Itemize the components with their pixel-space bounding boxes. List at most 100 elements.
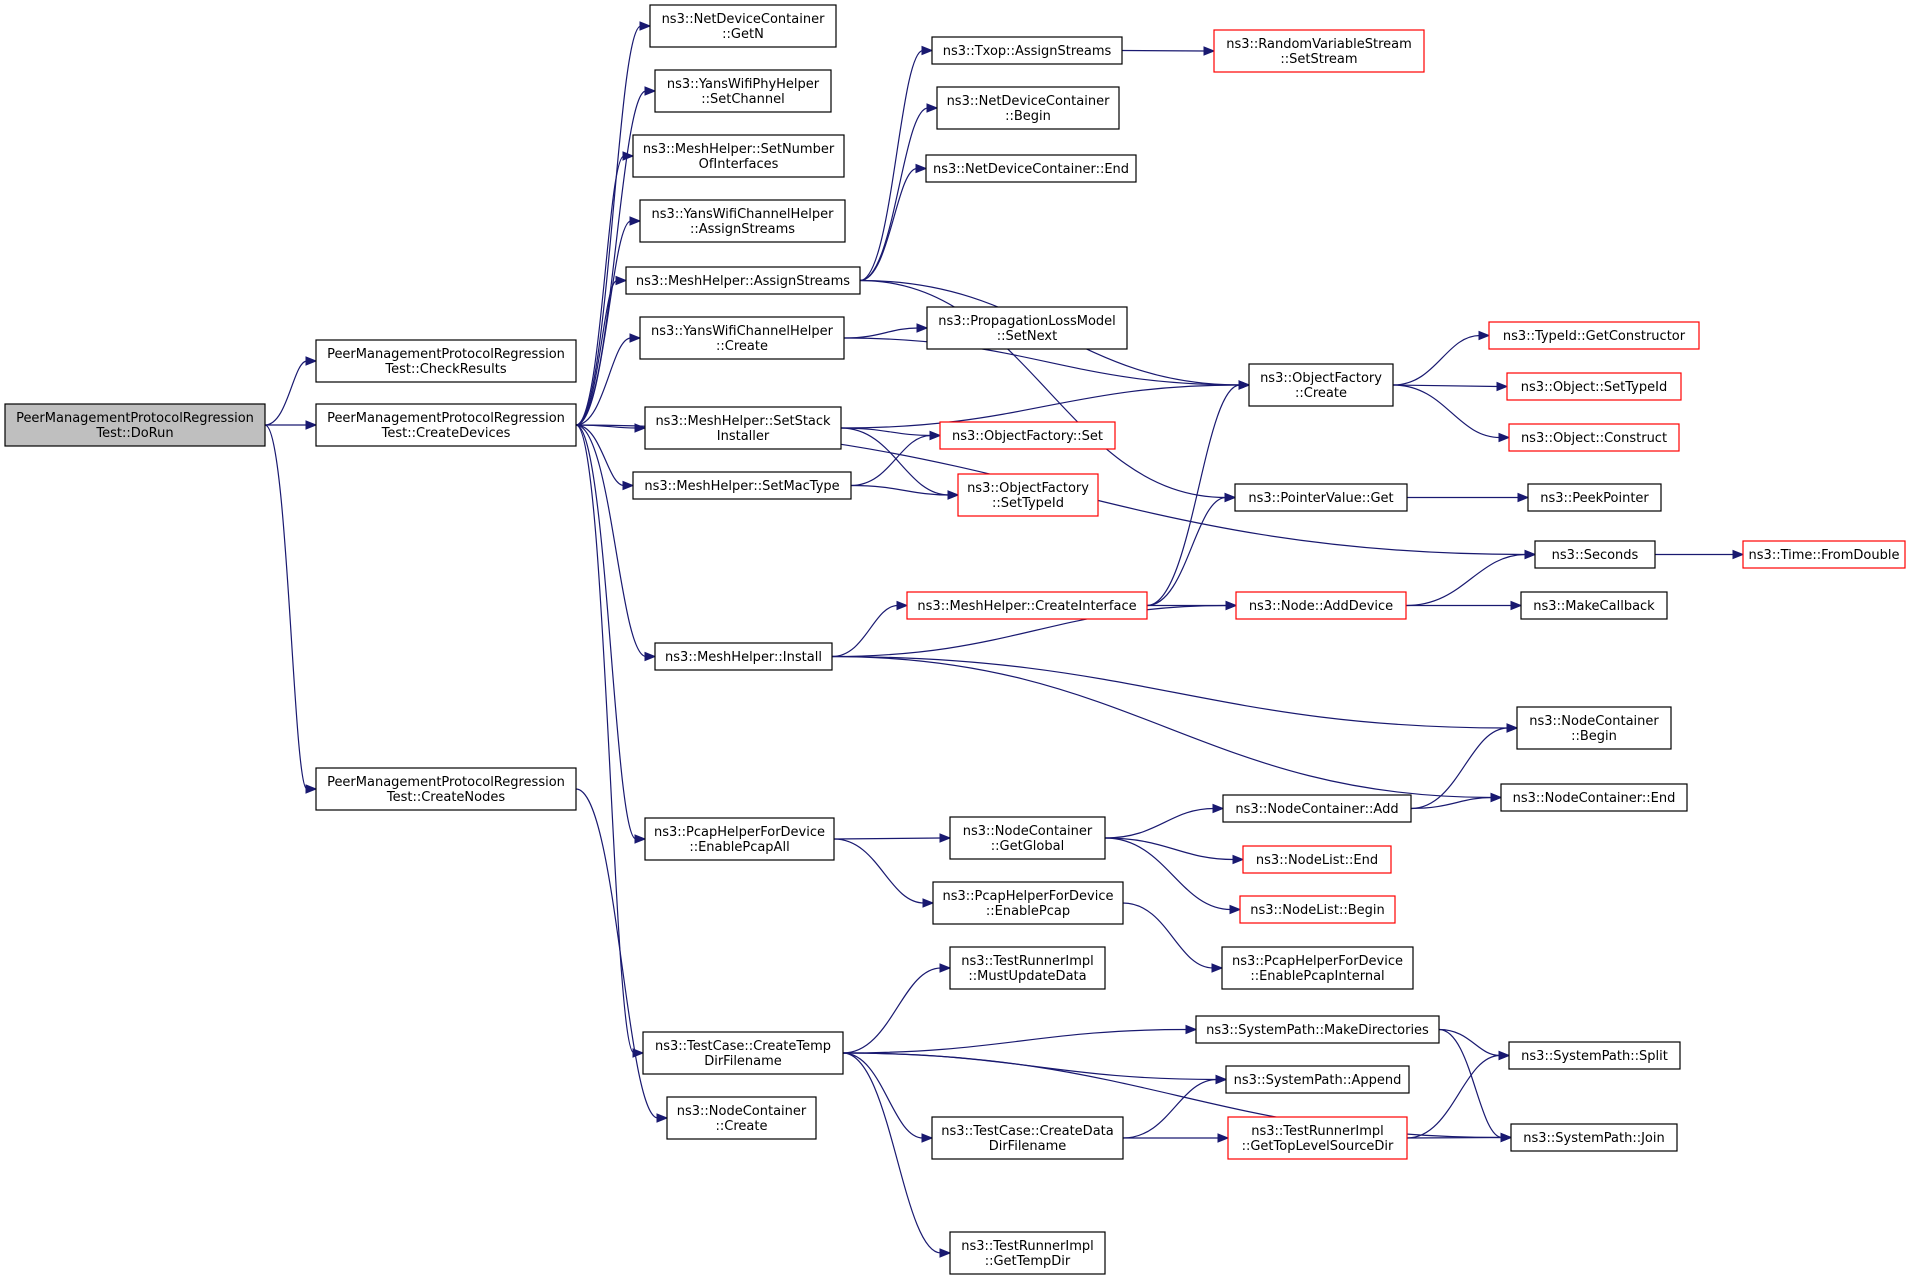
node-label-line: ns3::PcapHelperForDevice: [943, 889, 1114, 904]
node-nc-end[interactable]: ns3::NodeContainer::End: [1500, 783, 1688, 812]
node-tri-gettempdir[interactable]: ns3::TestRunnerImpl::GetTempDir: [949, 1231, 1106, 1275]
node-nc-getglobal[interactable]: ns3::NodeContainer::GetGlobal: [949, 816, 1106, 860]
node-nc-add[interactable]: ns3::NodeContainer::Add: [1222, 794, 1412, 823]
node-ndc-begin[interactable]: ns3::NetDeviceContainer::Begin: [936, 86, 1120, 130]
node-mesh-assignstreams[interactable]: ns3::MeshHelper::AssignStreams: [625, 266, 861, 295]
edge-line: [1410, 796, 1493, 810]
node-label-line: ns3::Node::AddDevice: [1249, 599, 1393, 614]
node-yans-phy-setchannel[interactable]: ns3::YansWifiPhyHelper::SetChannel: [654, 69, 832, 113]
arrowhead: [1517, 492, 1530, 503]
arrowhead: [1185, 1024, 1198, 1035]
node-label-line: ns3::RandomVariableStream: [1226, 37, 1412, 52]
node-nc-begin[interactable]: ns3::NodeContainer::Begin: [1516, 706, 1672, 750]
node-tri-mustupdatedata[interactable]: ns3::TestRunnerImpl::MustUpdateData: [949, 946, 1106, 990]
node-box: [949, 1231, 1106, 1275]
node-label-line: ns3::Object::SetTypeId: [1521, 380, 1667, 395]
node-node-adddevice[interactable]: ns3::Node::AddDevice: [1235, 591, 1407, 620]
edge-of-create-to-object-settypeid: [1392, 381, 1509, 392]
node-peekpointer[interactable]: ns3::PeekPointer: [1527, 483, 1662, 512]
node-dorun[interactable]: PeerManagementProtocolRegressionTest::Do…: [4, 403, 266, 447]
node-mesh-setmactype[interactable]: ns3::MeshHelper::SetMacType: [632, 471, 852, 500]
node-mesh-install[interactable]: ns3::MeshHelper::Install: [654, 642, 833, 671]
edge-nc-add-to-nc-end: [1410, 792, 1503, 810]
arrowhead: [1229, 904, 1242, 915]
edge-mesh-install-to-mesh-createinterface: [831, 600, 909, 658]
node-box: [666, 1096, 817, 1140]
node-typeid-getconstructor[interactable]: ns3::TypeId::GetConstructor: [1488, 321, 1700, 350]
call-edges: [264, 21, 1745, 1258]
node-of-settypeid[interactable]: ns3::ObjectFactory::SetTypeId: [957, 473, 1099, 517]
arrowhead: [1211, 963, 1224, 973]
edge-testcase-createdatadirfilename-to-sp-append: [1122, 1074, 1228, 1139]
node-label-line: ns3::MeshHelper::CreateInterface: [917, 599, 1136, 614]
node-box: [654, 69, 832, 113]
node-sp-split[interactable]: ns3::SystemPath::Split: [1508, 1041, 1681, 1070]
node-txop-assignstreams[interactable]: ns3::Txop::AssignStreams: [931, 36, 1123, 65]
arrowhead: [915, 163, 928, 174]
edge-pcap-enablepcapall-to-nc-getglobal: [833, 833, 952, 843]
node-sp-append[interactable]: ns3::SystemPath::Append: [1225, 1065, 1410, 1094]
node-tri-gettoplevelsourcedir[interactable]: ns3::TestRunnerImpl::GetTopLevelSourceDi…: [1227, 1116, 1408, 1160]
node-nc-create[interactable]: ns3::NodeContainer::Create: [666, 1096, 817, 1140]
node-label-line: PeerManagementProtocolRegression: [16, 411, 254, 426]
node-checkresults[interactable]: PeerManagementProtocolRegressionTest::Ch…: [315, 339, 577, 383]
node-yans-chan-create[interactable]: ns3::YansWifiChannelHelper::Create: [639, 316, 845, 360]
arrowhead: [939, 1248, 952, 1258]
node-label-line: ::SetStream: [1280, 52, 1357, 67]
node-nodelist-end[interactable]: ns3::NodeList::End: [1242, 845, 1392, 874]
node-pcap-enablepcap[interactable]: ns3::PcapHelperForDevice::EnablePcap: [932, 881, 1124, 925]
node-ndc-getn[interactable]: ns3::NetDeviceContainer::GetN: [649, 4, 837, 48]
node-label-line: ns3::PropagationLossModel: [938, 314, 1116, 329]
edge-nc-getglobal-to-nodelist-end: [1104, 837, 1245, 865]
node-ndc-end[interactable]: ns3::NetDeviceContainer::End: [925, 154, 1137, 183]
edge-testcase-createtempdirfilename-to-sp-append: [842, 1052, 1228, 1085]
arrowhead: [1524, 549, 1537, 560]
edge-line: [842, 1052, 942, 1254]
edge-line: [575, 155, 625, 426]
node-box: [1222, 794, 1412, 823]
node-label-line: ns3::TestCase::CreateTemp: [655, 1039, 831, 1054]
node-mesh-createinterface[interactable]: ns3::MeshHelper::CreateInterface: [906, 591, 1148, 620]
node-label-line: ns3::PeekPointer: [1540, 491, 1649, 506]
edge-line: [575, 337, 632, 426]
node-sp-join[interactable]: ns3::SystemPath::Join: [1510, 1123, 1678, 1152]
edge-testcase-createtempdirfilename-to-tri-gettempdir: [842, 1052, 952, 1258]
edge-line: [859, 107, 929, 282]
node-pointervalue-get[interactable]: ns3::PointerValue::Get: [1234, 483, 1408, 512]
node-pcap-enablepcapall[interactable]: ns3::PcapHelperForDevice::EnablePcapAll: [644, 817, 835, 861]
node-object-construct[interactable]: ns3::Object::Construct: [1508, 423, 1680, 452]
node-createnodes[interactable]: PeerManagementProtocolRegressionTest::Cr…: [315, 767, 577, 811]
arrowhead: [305, 356, 318, 366]
node-pcap-enablepcapinternal[interactable]: ns3::PcapHelperForDevice::EnablePcapInte…: [1221, 946, 1414, 990]
node-time-fromdouble[interactable]: ns3::Time::FromDouble: [1742, 540, 1906, 569]
node-sp-makedirectories[interactable]: ns3::SystemPath::MakeDirectories: [1195, 1015, 1440, 1044]
node-label-line: ::Create: [716, 1119, 768, 1134]
edge-createdevices-to-ndc-getn: [575, 21, 652, 426]
node-plm-setnext[interactable]: ns3::PropagationLossModel::SetNext: [926, 306, 1128, 350]
arrowhead: [921, 1133, 934, 1143]
arrowhead: [1498, 1050, 1511, 1061]
edge-line: [833, 838, 925, 904]
node-label-line: ns3::MeshHelper::SetStack: [655, 414, 831, 429]
edge-mesh-createinterface-to-pointervalue-get: [1146, 492, 1237, 607]
arrowhead: [629, 216, 642, 226]
node-of-create[interactable]: ns3::ObjectFactory::Create: [1248, 363, 1394, 407]
node-object-settypeid[interactable]: ns3::Object::SetTypeId: [1506, 372, 1682, 401]
node-box: [1225, 1065, 1410, 1094]
node-yans-chan-assignstreams[interactable]: ns3::YansWifiChannelHelper::AssignStream…: [639, 199, 846, 243]
node-of-set[interactable]: ns3::ObjectFactory::Set: [939, 421, 1116, 450]
node-nodelist-begin[interactable]: ns3::NodeList::Begin: [1239, 895, 1396, 924]
node-makecallback[interactable]: ns3::MakeCallback: [1520, 591, 1668, 620]
node-rvs-setstream[interactable]: ns3::RandomVariableStream::SetStream: [1213, 29, 1425, 73]
node-createdevices[interactable]: PeerManagementProtocolRegressionTest::Cr…: [315, 403, 577, 447]
node-label-line: ns3::SystemPath::Split: [1521, 1049, 1668, 1064]
node-seconds[interactable]: ns3::Seconds: [1534, 540, 1656, 569]
node-box: [315, 403, 577, 447]
node-box: [4, 403, 266, 447]
node-box: [931, 36, 1123, 65]
node-box: [315, 339, 577, 383]
